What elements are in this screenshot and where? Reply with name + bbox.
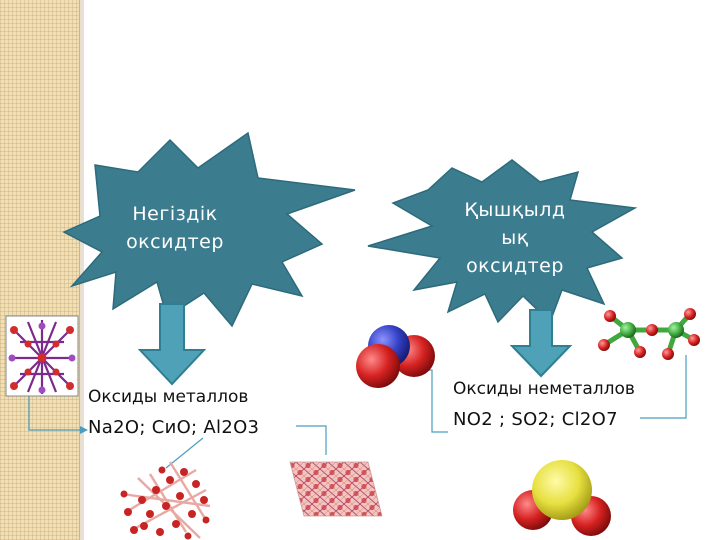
- left-down-arrow: [137, 303, 207, 386]
- crystal-lattice-icon: [5, 315, 79, 397]
- so2-molecule-icon: [513, 460, 611, 536]
- basic-oxides-label: Негіздік оксидтер: [100, 200, 250, 256]
- acidic-oxides-line1: Қышқылд: [464, 199, 566, 221]
- nonmetal-oxides-formulas: NO2 ; SO2; Cl2O7: [453, 409, 618, 430]
- nonmetal-oxides-title: Оксиды неметаллов: [453, 379, 635, 399]
- connector-arrowhead: [80, 426, 88, 434]
- metal-oxides-title: Оксиды металлов: [88, 387, 249, 407]
- basic-oxides-line2: оксидтер: [126, 231, 224, 253]
- red-crystal-icon: [120, 461, 211, 540]
- acidic-oxides-line2: ық: [501, 227, 529, 249]
- hexagonal-lattice-icon: [289, 461, 383, 517]
- decorative-side-strip: [0, 0, 84, 540]
- nonmetal-oxides-caption: Оксиды неметаллов NO2 ; SO2; Cl2O7: [453, 378, 635, 432]
- metal-oxides-caption: Оксиды металлов Na2O; CиO; Al2O3: [88, 386, 259, 440]
- metal-oxides-formulas: Na2O; CиO; Al2O3: [88, 417, 260, 438]
- right-down-arrow: [509, 309, 573, 378]
- acidic-oxides-line3: оксидтер: [466, 255, 564, 277]
- basic-oxides-line1: Негіздік: [132, 203, 218, 225]
- acidic-oxides-label: Қышқылд ық оксидтер: [440, 196, 590, 280]
- acidic-oxides-star: [367, 159, 638, 324]
- cl2o7-molecule-icon: [598, 308, 700, 360]
- basic-oxides-star: [62, 131, 356, 328]
- no2-molecule-icon: [356, 325, 435, 388]
